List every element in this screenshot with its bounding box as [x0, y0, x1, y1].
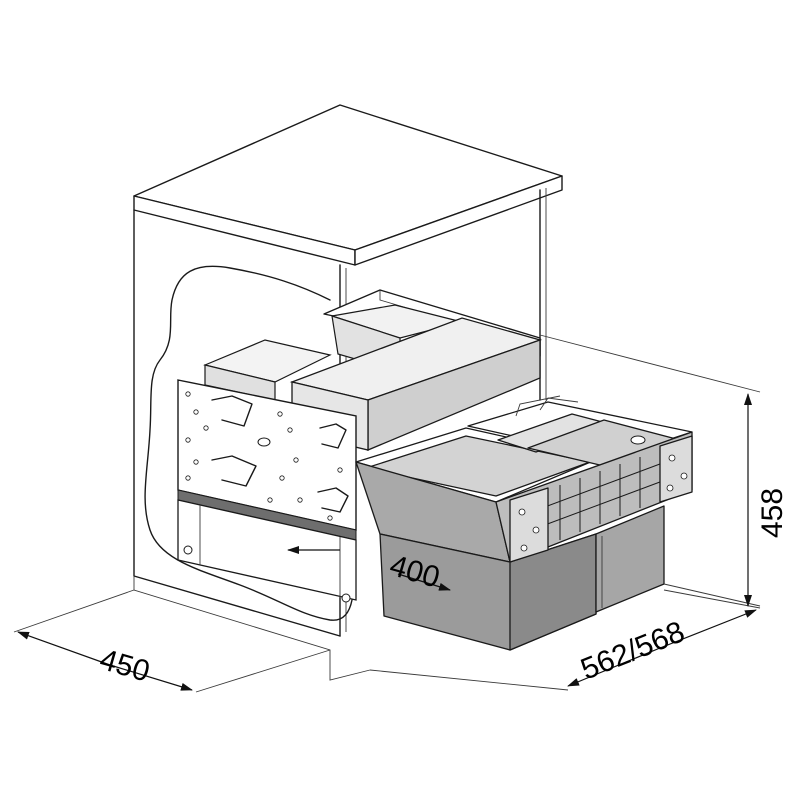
dimension-lines: [13, 334, 761, 693]
drawer-front-panel: [177, 379, 357, 603]
cabinet: [133, 104, 563, 681]
height-label: 458: [756, 488, 789, 538]
pull-out-bins: [355, 395, 693, 651]
depth-label: 450: [96, 643, 153, 689]
upper-frame: [203, 289, 543, 451]
cabinet-width-label: 562/568: [576, 615, 689, 686]
